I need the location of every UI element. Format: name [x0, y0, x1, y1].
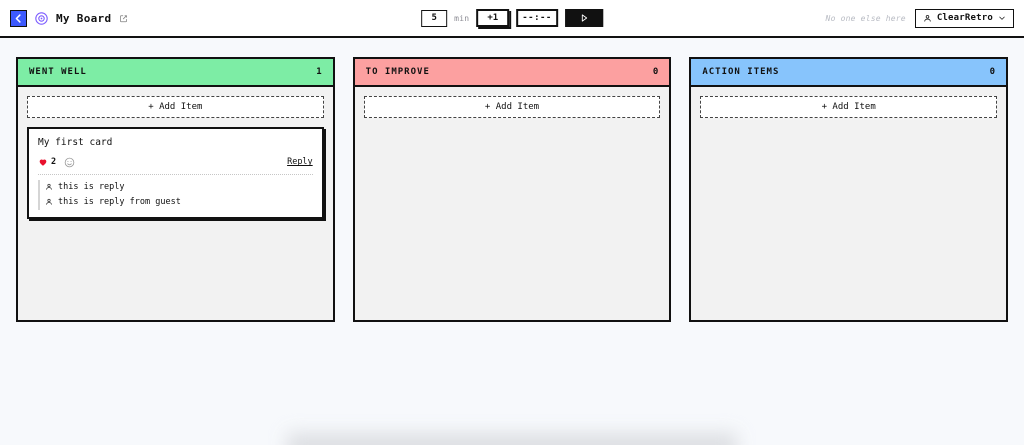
- person-icon: [46, 199, 52, 206]
- card[interactable]: My first card 2 Reply: [27, 127, 324, 219]
- column-body: + Add Item: [355, 87, 670, 320]
- page-title: My Board: [56, 11, 112, 25]
- column-title: WENT WELL: [29, 67, 87, 77]
- page-bottom-shadow: [287, 433, 737, 445]
- timer-minutes-input[interactable]: [421, 9, 448, 27]
- heart-reaction-button[interactable]: 2: [38, 157, 56, 167]
- column-count: 0: [989, 67, 996, 77]
- back-button[interactable]: [10, 9, 27, 27]
- topbar-left-group: My Board: [10, 9, 128, 27]
- retro-logo-icon: [35, 11, 48, 25]
- timer-increment-button[interactable]: +1: [476, 9, 510, 27]
- timer-controls: min +1 --:--: [421, 9, 603, 27]
- card-text: My first card: [38, 137, 113, 148]
- top-bar: My Board min +1 --:-- No one else here C…: [0, 0, 1024, 38]
- edit-square-icon[interactable]: [119, 14, 128, 23]
- chevron-down-icon: [999, 16, 1005, 20]
- board-columns: WENT WELL 1 + Add Item My first card 2: [0, 38, 1024, 322]
- timer-minutes-unit-label: min: [454, 13, 470, 23]
- card-replies: this is reply this is reply from guest: [38, 173, 313, 210]
- add-item-button[interactable]: + Add Item: [27, 96, 324, 118]
- person-icon: [46, 184, 52, 191]
- column-went-well: WENT WELL 1 + Add Item My first card 2: [16, 57, 335, 322]
- smiley-icon[interactable]: [64, 157, 75, 168]
- reply-item: this is reply: [38, 179, 313, 195]
- card-actions: 2 Reply: [38, 157, 313, 168]
- column-action-items: ACTION ITEMS 0 + Add Item: [689, 57, 1009, 322]
- reply-text: this is reply from guest: [58, 196, 181, 207]
- user-menu-label: ClearRetro: [936, 13, 993, 23]
- column-body: + Add Item: [691, 87, 1006, 320]
- reply-text: this is reply: [58, 181, 125, 192]
- column-header: TO IMPROVE 0: [354, 59, 670, 87]
- reply-link[interactable]: Reply: [287, 157, 313, 168]
- play-icon: [581, 14, 587, 22]
- column-title: ACTION ITEMS: [702, 67, 780, 77]
- timer-play-button[interactable]: [564, 9, 603, 27]
- heart-reaction-count: 2: [51, 157, 57, 168]
- heart-icon: [39, 159, 47, 167]
- column-header: ACTION ITEMS 0: [691, 59, 1007, 87]
- reply-item: this is reply from guest: [38, 194, 313, 210]
- add-item-button[interactable]: + Add Item: [700, 96, 998, 118]
- column-count: 0: [652, 67, 659, 77]
- column-body: + Add Item My first card 2: [18, 87, 333, 320]
- timer-display: --:--: [516, 9, 558, 27]
- topbar-right-group: No one else here ClearRetro: [825, 8, 1014, 28]
- column-header: WENT WELL 1: [18, 59, 333, 87]
- column-to-improve: TO IMPROVE 0 + Add Item: [352, 57, 672, 322]
- chevron-left-icon: [15, 13, 21, 23]
- column-title: TO IMPROVE: [365, 67, 430, 77]
- user-menu[interactable]: ClearRetro: [914, 8, 1014, 28]
- add-item-button[interactable]: + Add Item: [363, 96, 661, 118]
- person-icon: [924, 14, 931, 22]
- presence-status-text: No one else here: [825, 13, 906, 23]
- column-count: 1: [316, 67, 322, 77]
